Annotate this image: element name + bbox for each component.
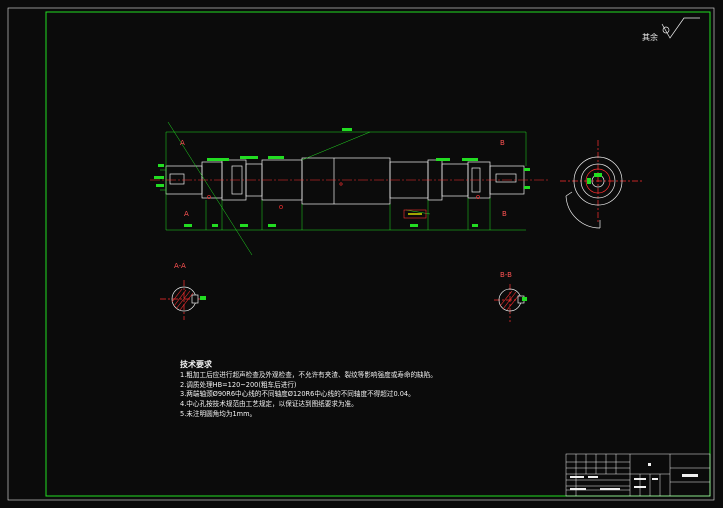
roughness-symbol xyxy=(661,17,700,39)
marker-b-bottom: B xyxy=(502,210,507,218)
tech-requirement-item: 2.调质处理HB=120~200(粗车后进行) xyxy=(180,380,297,389)
title-block-text-marks xyxy=(570,463,698,490)
tech-requirement-item: 3.两端轴颈Ø90R6中心线的不同轴度Ø120R6中心线的不同轴度不得超过0.0… xyxy=(180,390,415,399)
tech-requirement-item: 4.中心孔按技术规范由工艺规定，以保证达到图纸要求为准。 xyxy=(180,400,358,409)
section-bb-label: B-B xyxy=(500,271,512,279)
shaft-main-view xyxy=(165,157,525,205)
outer-border xyxy=(7,7,715,501)
roughness-label: 其余 xyxy=(642,33,658,42)
roughness-markers xyxy=(207,182,480,209)
end-view xyxy=(560,140,642,229)
section-aa-view xyxy=(160,280,206,320)
drawing-frame xyxy=(45,11,711,497)
tech-requirement-item: 5.未注明圆角均为1mm。 xyxy=(180,409,257,418)
marker-b-top: B xyxy=(500,139,505,147)
marker-a-top: A xyxy=(180,139,185,147)
dimension-tags xyxy=(154,128,530,227)
tolerance-frame xyxy=(403,209,427,219)
tech-requirements-title: 技术要求 xyxy=(180,360,212,369)
technical-requirements: 技术要求 1.粗加工后应进行超声检查及外观检查，不允许有夹渣、裂纹等影响强度或寿… xyxy=(180,360,437,420)
marker-a-bottom: A xyxy=(184,210,189,218)
section-aa-label: A-A xyxy=(174,262,186,270)
dimension-lines xyxy=(160,121,527,256)
section-bb-view xyxy=(494,284,527,322)
tech-requirement-item: 1.粗加工后应进行超声检查及外观检查，不允许有夹渣、裂纹等影响强度或寿命的缺陷。 xyxy=(180,370,437,379)
